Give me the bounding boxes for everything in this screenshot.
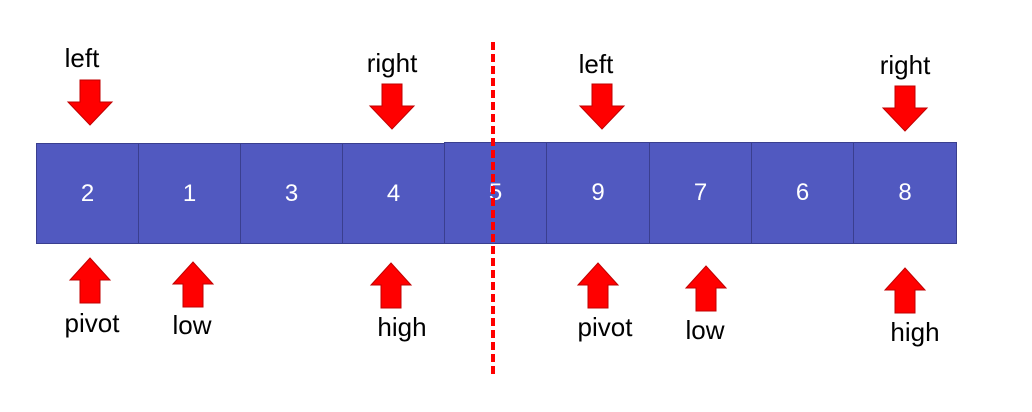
- low-pointer-label-2: low: [685, 315, 725, 345]
- array-cell-2: 1: [138, 143, 241, 244]
- up-arrow-icon: [171, 261, 215, 308]
- array-cell-9: 8: [853, 142, 957, 244]
- right-pointer-label-2: right: [879, 50, 931, 80]
- up-arrow-icon: [576, 262, 620, 309]
- array-cell-8: 6: [751, 142, 854, 244]
- down-arrow-icon: [578, 83, 626, 130]
- pivot-pointer-label: pivot: [64, 308, 120, 338]
- left-pointer-label-2: left: [578, 49, 614, 79]
- down-arrow-icon: [881, 85, 929, 132]
- up-arrow-icon: [684, 265, 728, 312]
- up-arrow-icon: [68, 257, 112, 304]
- left-pointer-label: left: [64, 43, 100, 73]
- high-pointer-label-2: high: [890, 317, 940, 347]
- pivot-pointer-label-2: pivot: [577, 312, 633, 342]
- array-cell-1: 2: [36, 143, 139, 244]
- high-pointer-label: high: [377, 312, 427, 342]
- low-pointer-label: low: [172, 310, 212, 340]
- array-cell-3: 3: [240, 143, 343, 244]
- down-arrow-icon: [368, 83, 416, 130]
- array-cell-5: 5: [444, 142, 547, 244]
- array-cell-7: 7: [649, 142, 752, 244]
- array-cell-4: 4: [342, 143, 445, 244]
- up-arrow-icon: [883, 267, 927, 314]
- array-cell-6: 9: [546, 142, 650, 244]
- right-pointer-label: right: [366, 48, 418, 78]
- up-arrow-icon: [369, 262, 413, 309]
- partition-divider: [491, 42, 495, 377]
- down-arrow-icon: [66, 79, 114, 126]
